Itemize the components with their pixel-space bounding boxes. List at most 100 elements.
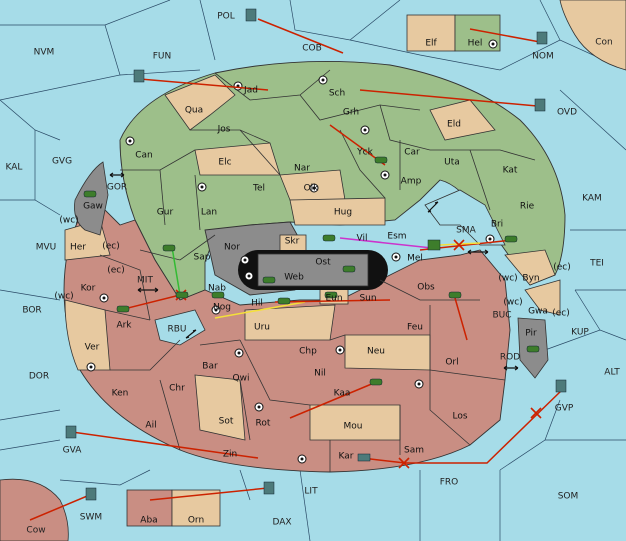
- label-kar: Kar: [339, 452, 354, 462]
- label-gor: GOR: [107, 183, 127, 193]
- label-chr: Chr: [169, 384, 185, 394]
- order-arrows: [29, 18, 563, 521]
- label-rbu: RBU: [167, 325, 186, 335]
- eld-land: [429, 99, 496, 141]
- label-kor-wc: (wc): [54, 292, 73, 302]
- label-sam: Sam: [404, 446, 424, 456]
- army-unit-icon: [262, 276, 276, 284]
- supply-center-icon: [197, 182, 207, 192]
- move-order-arrow: [29, 493, 93, 521]
- hug-land: [289, 197, 386, 226]
- army-unit-icon: [322, 234, 336, 242]
- units[interactable]: [65, 8, 567, 501]
- label-byn: Byn: [522, 274, 539, 284]
- supply-center-icon: [488, 39, 498, 49]
- label-jad: Jad: [243, 86, 258, 96]
- label-gwa-ec: (ec): [552, 309, 570, 319]
- fleet-unit-icon: [65, 425, 77, 439]
- label-gwa: Gwa: [528, 307, 548, 317]
- move-order-arrow: [359, 89, 538, 107]
- neu-land: [344, 334, 431, 371]
- qua-land: [164, 74, 236, 131]
- label-kor-ec: (ec): [107, 266, 125, 276]
- label-ver: Ver: [85, 343, 100, 353]
- label-kal: KAL: [6, 163, 23, 173]
- label-sun: Sun: [359, 294, 376, 304]
- label-ail: Ail: [145, 421, 156, 431]
- army-unit-icon: [369, 378, 383, 386]
- double-arrow-icon: [467, 249, 489, 255]
- supply-center-icon: [240, 255, 250, 265]
- label-nab: Nab: [208, 284, 226, 294]
- label-chp: Chp: [299, 347, 317, 357]
- label-orn: Orn: [188, 516, 204, 526]
- label-pir: Pir: [525, 329, 537, 339]
- label-dax: DAX: [272, 518, 291, 528]
- label-lan: Lan: [201, 208, 217, 218]
- gaw-land: [74, 161, 109, 236]
- ver-land: [64, 299, 111, 371]
- label-pol: POL: [217, 12, 235, 22]
- cow-land: [0, 478, 69, 541]
- label-gvg: GVG: [52, 157, 72, 167]
- label-nar: Nar: [294, 164, 310, 174]
- move-order-arrow: [149, 487, 269, 501]
- label-swm: SWM: [80, 513, 102, 523]
- label-mit: MIT: [137, 276, 153, 286]
- label-can: Can: [135, 151, 153, 161]
- adjacency-arrows: [109, 172, 519, 371]
- label-bri: Bri: [491, 220, 503, 230]
- label-kup: KUP: [571, 328, 589, 338]
- label-eun: Eun: [325, 294, 342, 304]
- label-bar: Bar: [202, 362, 218, 372]
- army-unit-icon: [324, 291, 338, 299]
- label-olk: Olk: [304, 184, 320, 194]
- label-car: Car: [404, 148, 420, 158]
- label-nog: Nog: [213, 303, 231, 313]
- supply-center-icon: [99, 293, 109, 303]
- supply-center-icon: [233, 81, 243, 91]
- label-jos: Jos: [217, 125, 231, 135]
- label-gaw: Gaw: [83, 202, 103, 212]
- army-unit-icon: [162, 244, 176, 252]
- supply-center-icon: [86, 362, 96, 372]
- label-her: Her: [70, 243, 86, 253]
- supply-center-icon: [211, 305, 221, 315]
- supply-center-icon: [414, 379, 424, 389]
- army-unit-icon: [211, 291, 225, 299]
- double-arrow-icon: [185, 329, 197, 339]
- supply-center-icon: [360, 125, 370, 135]
- label-lit: LIT: [304, 487, 318, 497]
- supply-center-icon: [391, 252, 401, 262]
- label-mel: Mel: [407, 254, 423, 264]
- double-arrow-icon: [137, 287, 159, 293]
- label-mvu: MVU: [36, 243, 57, 253]
- supply-center-icon: [380, 170, 390, 180]
- aba-land: [126, 489, 173, 527]
- label-esm: Esm: [387, 232, 406, 242]
- label-qwi: Qwi: [233, 374, 250, 384]
- label-fro: FRO: [440, 478, 459, 488]
- double-arrow-icon: [109, 172, 125, 178]
- double-arrow-icon: [427, 201, 439, 213]
- label-tei: TEI: [589, 259, 604, 269]
- label-ark: Ark: [116, 321, 132, 331]
- move-order-arrow: [361, 389, 563, 464]
- label-rie: Rie: [520, 202, 535, 212]
- byn-land: [504, 249, 556, 286]
- label-bor: BOR: [22, 306, 41, 316]
- supply-centers: [86, 39, 498, 464]
- supply-center-icon: [309, 183, 319, 193]
- label-grh: Grh: [343, 108, 359, 118]
- rbu-inlet: [154, 309, 206, 346]
- label-zin: Zin: [223, 450, 237, 460]
- label-nil: Nil: [314, 369, 326, 379]
- supply-center-icon: [244, 271, 254, 281]
- move-order-arrow: [71, 431, 259, 459]
- label-alt: ALT: [604, 368, 620, 378]
- failed-order-x-icon: [453, 239, 465, 251]
- label-sch: Sch: [329, 89, 345, 99]
- move-order-arrow: [119, 294, 181, 311]
- fleet-unit-icon: [263, 481, 275, 495]
